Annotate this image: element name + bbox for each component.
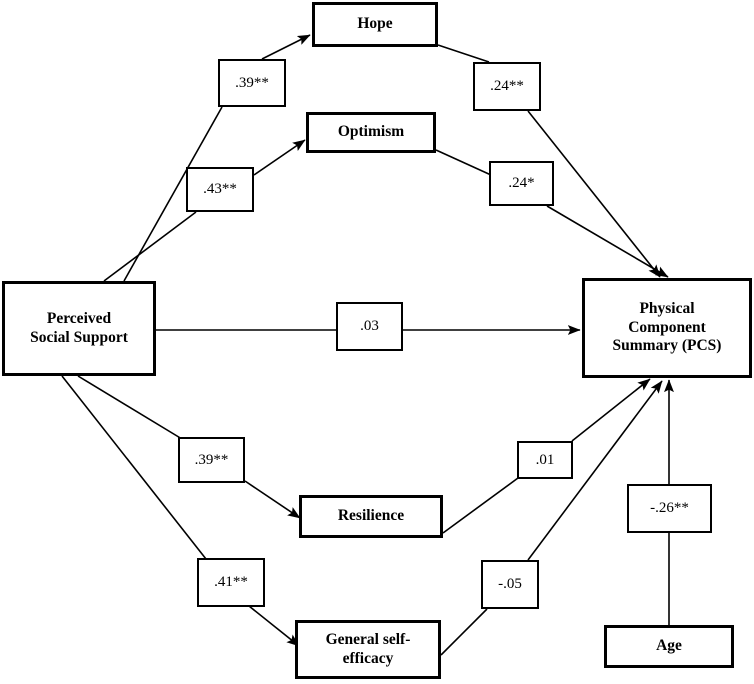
node-hope-label: Hope: [357, 15, 393, 33]
coefficient-pss-to-pcs-direct[interactable]: .03: [336, 302, 403, 351]
coefficient-value: .39**: [194, 451, 229, 468]
coefficient-pss-to-hope[interactable]: .39**: [218, 59, 286, 107]
edge-pss-to-coef39a: [123, 106, 223, 282]
edge-coef01-to-pcs: [571, 378, 651, 442]
edge-hope-to-coef24a: [437, 44, 490, 63]
edge-optimism-to-coef24b: [435, 149, 492, 176]
node-optimism-label: Optimism: [337, 123, 405, 141]
node-physical-component-summary-label: Physical Component Summary (PCS): [612, 299, 722, 355]
node-perceived-social-support-label: Perceived Social Support: [30, 309, 128, 346]
edge-coef41-to-gse: [248, 605, 300, 647]
edge-coef43-to-optimism: [253, 139, 306, 176]
coefficient-value: .01: [535, 451, 555, 468]
node-hope[interactable]: Hope: [312, 2, 438, 47]
coefficient-value: .24**: [490, 78, 524, 94]
edge-gse-to-coef05: [440, 608, 488, 656]
node-general-self-efficacy-label: General self- efficacy: [325, 630, 411, 667]
edge-pss-to-coef39b: [77, 375, 183, 440]
coefficient-hope-to-pcs[interactable]: .24**: [473, 62, 541, 111]
node-physical-component-summary[interactable]: Physical Component Summary (PCS): [582, 278, 752, 378]
edge-coef39a-to-hope: [261, 34, 311, 60]
edge-resilience-to-coef01: [442, 477, 519, 534]
coefficient-resilience-to-pcs[interactable]: .01: [517, 441, 573, 479]
edge-pss-to-coef41: [61, 375, 207, 560]
coefficient-value: -.26**: [650, 500, 689, 516]
coefficient-optimism-to-pcs[interactable]: .24*: [489, 161, 554, 206]
coefficient-value: .39**: [235, 74, 269, 91]
edge-coef39b-to-resilience: [244, 480, 301, 519]
coefficient-value: .43**: [203, 181, 237, 197]
edge-coef24b-to-pcs: [546, 205, 669, 278]
node-optimism[interactable]: Optimism: [306, 112, 436, 153]
node-resilience[interactable]: Resilience: [299, 495, 443, 538]
coefficient-value: .41**: [214, 574, 248, 590]
node-resilience-label: Resilience: [337, 507, 405, 525]
coefficient-value: .24*: [508, 175, 535, 191]
coefficient-age-to-pcs[interactable]: -.26**: [627, 484, 712, 533]
edge-coef05-to-pcs: [527, 380, 663, 561]
node-perceived-social-support[interactable]: Perceived Social Support: [2, 281, 156, 376]
node-age[interactable]: Age: [604, 625, 734, 668]
edge-coef24a-to-pcs: [527, 110, 661, 278]
coefficient-general-self-efficacy-to-pcs[interactable]: -.05: [481, 560, 539, 609]
coefficient-pss-to-resilience[interactable]: .39**: [178, 437, 245, 483]
edge-pss-to-coef43: [103, 211, 197, 282]
coefficient-value: -.05: [498, 576, 522, 592]
coefficient-value: .03: [360, 318, 379, 334]
node-general-self-efficacy[interactable]: General self- efficacy: [295, 620, 441, 679]
coefficient-pss-to-general-self-efficacy[interactable]: .41**: [197, 558, 265, 607]
coefficient-pss-to-optimism[interactable]: .43**: [186, 167, 254, 212]
node-age-label: Age: [656, 637, 682, 655]
